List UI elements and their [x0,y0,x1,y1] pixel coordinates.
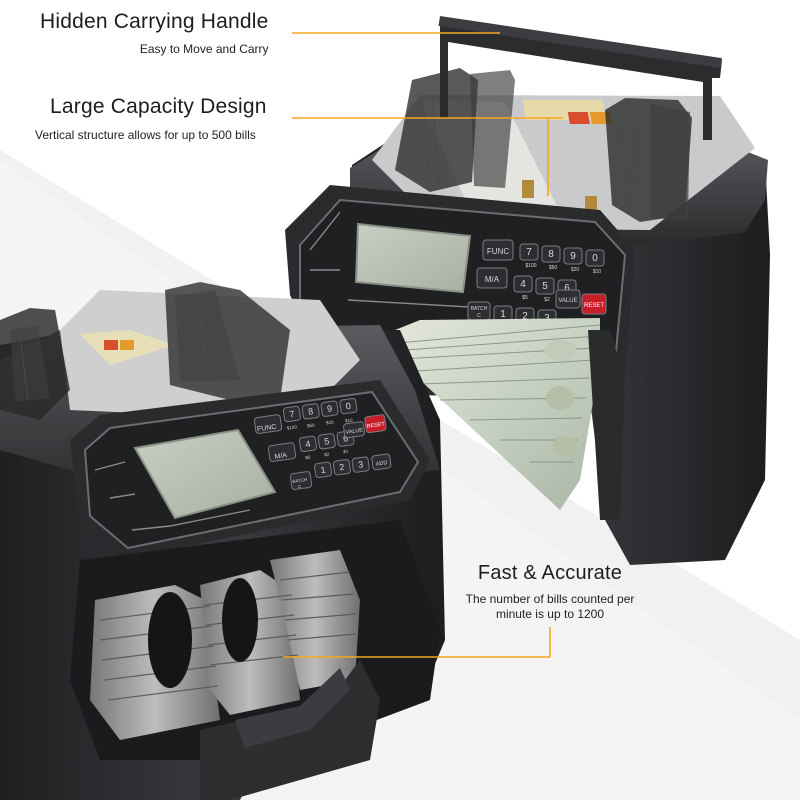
speed-callout: Fast & Accurate The number of bills coun… [465,562,635,622]
front-key-7: 7 [289,409,295,420]
rear-key-value: VALUE [558,298,577,304]
handle-callout-title: Hidden Carrying Handle [40,10,269,33]
front-key-3: 3 [358,459,364,470]
front-key-reset: RESET [366,421,386,430]
capacity-callout-subtitle: Vertical structure allows for up to 500 … [35,128,256,142]
rear-key-ma-label: M/A [485,275,500,284]
front-denom-10: $10 [345,417,354,423]
front-denom-5: $5 [305,455,311,461]
front-denom-100: $100 [286,424,297,430]
rear-key-1: 1 [500,309,506,320]
front-key-5: 5 [324,436,330,447]
rear-key-7: 7 [526,247,532,258]
capacity-callout-title: Large Capacity Design [50,95,267,118]
front-key-1: 1 [320,465,326,476]
rear-key-0: 0 [592,253,598,264]
rear-denom-5: $5 [522,295,528,301]
rear-denom-100: $100 [525,263,536,269]
rear-key-8: 8 [548,249,554,260]
rear-key-batch-label: BATCH [471,306,488,312]
front-key-value: VALUE [345,427,364,435]
front-key-2: 2 [339,462,345,473]
front-key-add: ADD [375,460,387,468]
handle-callout-subtitle: Easy to Move and Carry [139,42,269,56]
rear-denom-2: $2 [544,297,550,303]
rear-denom-10: $10 [593,269,602,275]
front-key-9: 9 [326,403,332,414]
rear-key-3: 3 [544,313,550,324]
front-keypad: FUNC M/A BATCH C 7 8 9 0 4 5 6 [253,397,392,490]
rear-lcd-screen [354,222,472,294]
front-key-8: 8 [308,406,314,417]
rear-key-9: 9 [570,251,576,262]
front-key-0: 0 [345,401,351,412]
front-key-ma-label: M/A [274,452,288,461]
speed-callout-title: Fast & Accurate [477,562,623,584]
front-key-4: 4 [305,439,311,450]
rear-key-reset: RESET [584,303,604,309]
rear-key-batch-sub: C [477,313,481,319]
feed-roller-right [270,550,360,690]
capacity-callout: Large Capacity Design Vertical structure… [35,95,267,142]
front-denom-1: $1 [343,449,349,455]
front-key-func-label: FUNC [257,424,277,434]
rear-key-func-label: FUNC [487,247,509,256]
rear-denom-50: $50 [549,265,558,271]
front-denom-20: $20 [326,419,335,425]
left-hopper-guide [395,68,478,192]
speed-callout-subtitle: The number of bills counted per minute i… [465,592,635,621]
front-lcd-screen [133,428,277,520]
front-key-6: 6 [342,433,348,444]
rear-denom-20: $20 [571,267,580,273]
front-denom-50: $50 [307,422,316,428]
front-key-batch-sub: C [298,484,303,490]
callout-lines [283,32,563,658]
front-key-batch-label: BATCH [292,477,307,484]
rear-key-4: 4 [520,279,526,290]
front-denom-2: $2 [324,452,330,458]
rear-key-6: 6 [564,283,570,294]
banknote-stack [370,318,625,520]
rear-key-5: 5 [542,281,548,292]
handle-callout: Hidden Carrying Handle Easy to Move and … [40,10,269,56]
rear-key-2: 2 [522,311,528,322]
